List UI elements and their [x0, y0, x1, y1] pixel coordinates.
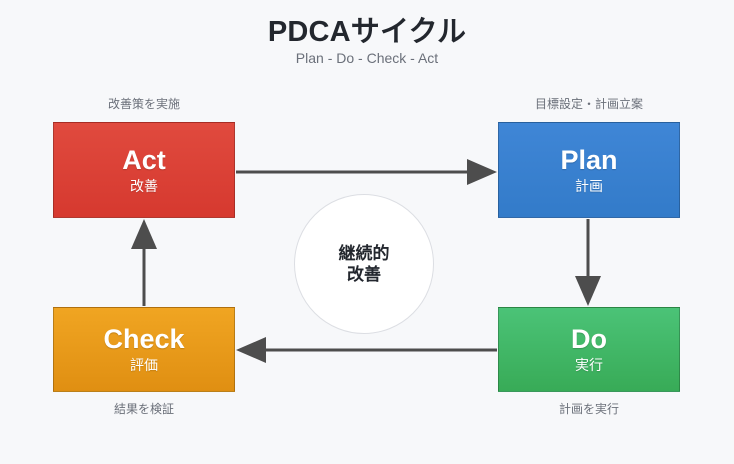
page-subtitle: Plan - Do - Check - Act: [295, 50, 439, 66]
stage-box-plan[interactable]: Plan 計画: [498, 122, 680, 218]
stage-box-do[interactable]: Do 実行: [498, 307, 680, 392]
center-label-line1: 継続的: [338, 243, 390, 263]
center-label-line2: 改善: [347, 265, 381, 284]
caption-check: 結果を検証: [113, 402, 174, 416]
stage-subtitle-plan: 計画: [575, 177, 603, 194]
center-circle: 継続的 改善: [294, 194, 434, 334]
stage-subtitle-do: 実行: [575, 357, 603, 374]
stage-title-plan: Plan: [560, 144, 618, 175]
stage-box-act[interactable]: Act 改善: [53, 122, 235, 218]
arrow-check-to-act: [131, 219, 157, 306]
stage-title-do: Do: [571, 324, 607, 355]
stage-box-check[interactable]: Check 評価: [53, 307, 235, 392]
caption-plan: 目標設定・計画立案: [534, 97, 643, 111]
stage-title-act: Act: [122, 144, 166, 175]
arrow-act-to-plan: [236, 159, 497, 185]
stage-title-check: Check: [103, 324, 185, 355]
arrow-do-to-check: [236, 337, 497, 363]
caption-do: 計画を実行: [558, 402, 619, 416]
stage-subtitle-act: 改善: [130, 177, 158, 194]
caption-act: 改善策を実施: [107, 97, 180, 111]
arrow-plan-to-do: [575, 219, 601, 306]
page-title: PDCAサイクル: [267, 16, 467, 48]
stage-subtitle-check: 評価: [130, 357, 158, 374]
